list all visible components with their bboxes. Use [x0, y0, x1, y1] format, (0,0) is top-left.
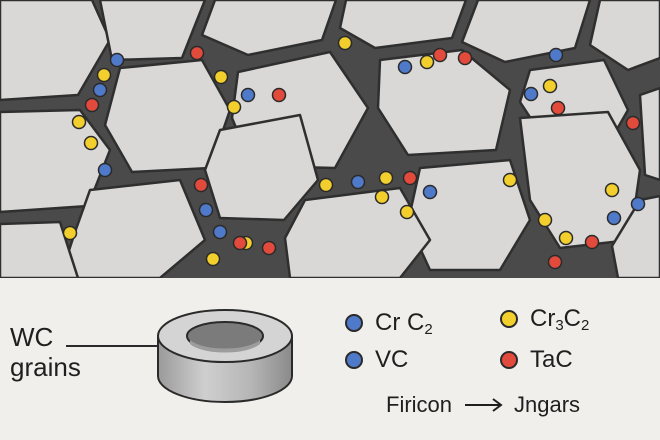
yellow-particle [399, 204, 415, 220]
wc-grain [283, 186, 432, 278]
blue-particle [548, 47, 564, 63]
legend-dot-red-icon [500, 351, 518, 369]
yellow-particle [83, 135, 99, 151]
wc-grain [376, 48, 512, 157]
yellow-particle [205, 251, 221, 267]
blue-particle [212, 224, 228, 240]
wc-grain [338, 0, 468, 50]
red-particle [261, 240, 277, 256]
yellow-particle [62, 225, 78, 241]
yellow-particle [374, 189, 390, 205]
blue-particle [350, 174, 366, 190]
yellow-particle [378, 170, 394, 186]
wc-grain [98, 0, 207, 62]
red-particle [457, 50, 473, 66]
red-particle [189, 45, 205, 61]
flow-from-label: Firicon [386, 392, 453, 417]
wc-grain [0, 108, 112, 214]
flow-to-label: Jngars [514, 392, 581, 417]
red-particle [193, 177, 209, 193]
yellow-particle [71, 114, 87, 130]
yellow-particle [542, 78, 558, 94]
red-particle [432, 47, 448, 63]
legend-label-tac: TaC [530, 346, 573, 373]
wc-label-line1: WC [10, 322, 54, 352]
wc-label-line2: grains [10, 352, 81, 382]
red-particle [232, 235, 248, 251]
legend-label-cr3c2: Cr3C2 [530, 304, 590, 334]
yellow-particle [337, 35, 353, 51]
yellow-particle [537, 212, 553, 228]
microstructure-illustration [0, 0, 660, 278]
blue-particle [422, 184, 438, 200]
legend-dot-yellow-icon [500, 310, 518, 328]
legend-dot-blue-icon [345, 351, 363, 369]
yellow-particle [604, 182, 620, 198]
blue-particle [523, 86, 539, 102]
legend-label-vc: VC [375, 346, 409, 373]
blue-particle [97, 162, 113, 178]
wc-grains-group [0, 0, 660, 278]
blue-particle [630, 196, 646, 212]
yellow-particle [96, 67, 112, 83]
red-particle [547, 254, 563, 270]
red-particle [625, 115, 641, 131]
yellow-particle [318, 177, 334, 193]
flow-caption: Firicon Jngars [386, 392, 580, 418]
yellow-particle [419, 54, 435, 70]
wc-grains-label: WC grains [10, 322, 81, 382]
yellow-particle [502, 172, 518, 188]
legend-item-cr-c2: Cr C2 [345, 308, 433, 338]
blue-particle [397, 59, 413, 75]
yellow-particle [226, 99, 242, 115]
yellow-particle [213, 69, 229, 85]
wc-grain [610, 194, 660, 278]
legend-item-tac: TaC [500, 346, 573, 374]
blue-particle [198, 202, 214, 218]
red-particle [584, 234, 600, 250]
particles-group [62, 35, 646, 270]
wc-grain [203, 113, 320, 222]
legend-panel [0, 278, 660, 440]
wc-grain [588, 0, 660, 72]
wc-grain [460, 0, 592, 64]
legend-item-cr3c2: Cr3C2 [500, 304, 590, 334]
blue-particle [92, 82, 108, 98]
right-arrow-icon [465, 398, 503, 412]
red-particle [271, 87, 287, 103]
legend-item-vc: VC [345, 346, 408, 374]
wc-ring-part-illustration [157, 309, 293, 403]
legend-label-cr-c2: Cr C2 [375, 308, 433, 338]
label-pointer-line [66, 345, 158, 347]
wc-grain [0, 0, 112, 102]
red-particle [550, 100, 566, 116]
blue-particle [240, 87, 256, 103]
wc-grain [200, 0, 338, 57]
red-particle [84, 97, 100, 113]
wc-grain [0, 220, 80, 278]
blue-particle [606, 210, 622, 226]
wc-grain [638, 86, 660, 182]
yellow-particle [558, 230, 574, 246]
blue-particle [109, 52, 125, 68]
legend-dot-blue-icon [345, 314, 363, 332]
red-particle [402, 170, 418, 186]
